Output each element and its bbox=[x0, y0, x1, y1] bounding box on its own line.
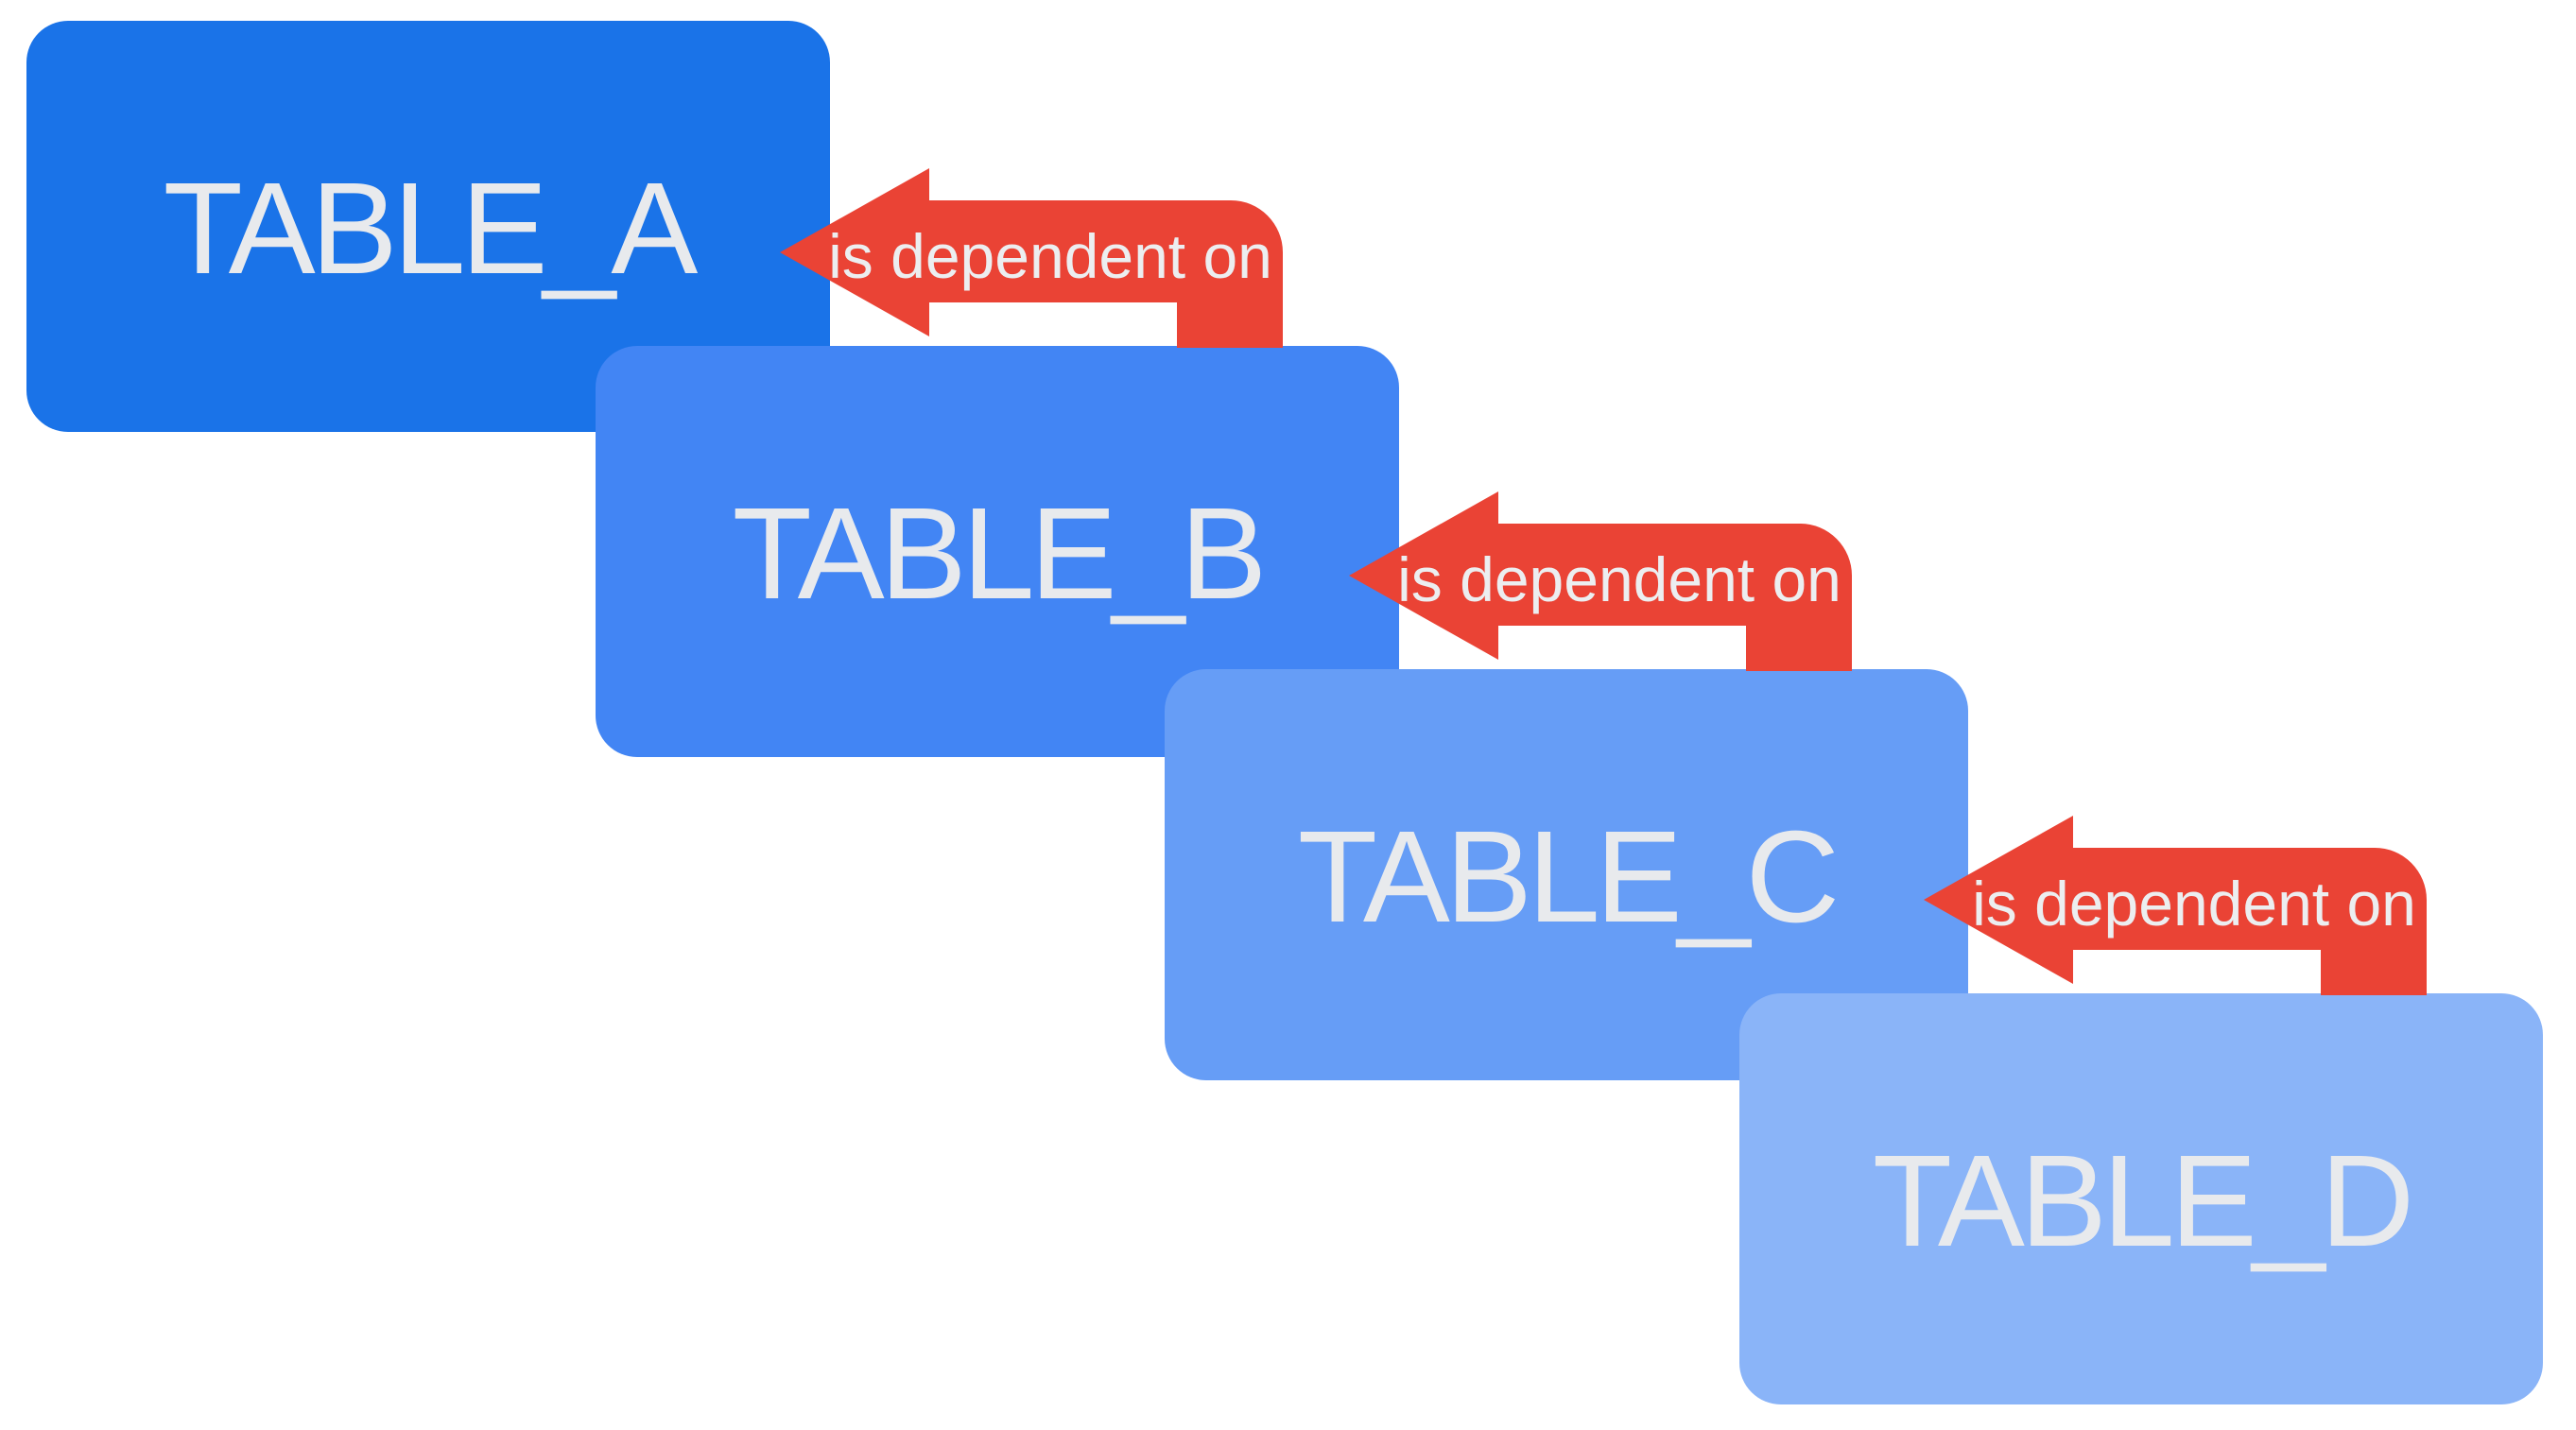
arrow-shape bbox=[1924, 816, 2427, 995]
node-table-c-label: TABLE_C bbox=[1297, 803, 1840, 950]
edge-d-depends-on-c-label: is dependent on bbox=[1972, 869, 2416, 939]
edge-c-depends-on-b-label: is dependent on bbox=[1397, 544, 1841, 614]
arrow-shape bbox=[1349, 491, 1852, 671]
node-table-d-label: TABLE_D bbox=[1872, 1128, 2414, 1274]
left-elbow-arrow-icon bbox=[1349, 491, 1852, 671]
arrow-shape bbox=[780, 168, 1283, 348]
left-elbow-arrow-icon bbox=[780, 168, 1283, 348]
node-table-a-label: TABLE_A bbox=[163, 155, 699, 302]
node-table-b-label: TABLE_B bbox=[732, 480, 1268, 627]
node-table-d: TABLE_D bbox=[1739, 993, 2543, 1404]
edge-b-depends-on-a-label: is dependent on bbox=[828, 221, 1272, 291]
edge-d-depends-on-c: is dependent on bbox=[1924, 816, 2427, 995]
edge-b-depends-on-a: is dependent on bbox=[780, 168, 1283, 348]
node-table-a: TABLE_A bbox=[26, 21, 830, 432]
edge-c-depends-on-b: is dependent on bbox=[1349, 491, 1852, 671]
left-elbow-arrow-icon bbox=[1924, 816, 2427, 995]
